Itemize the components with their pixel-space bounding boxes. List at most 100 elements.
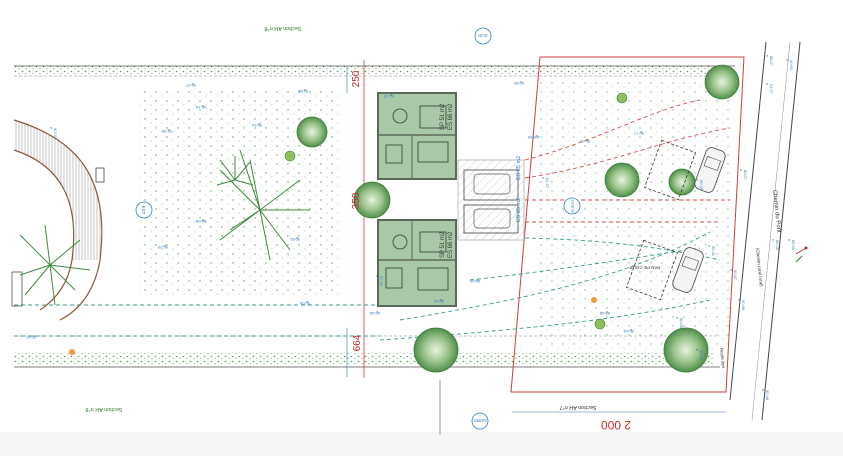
curved-path	[11, 119, 105, 321]
elevation-cross-icon: ×	[168, 127, 171, 132]
marker-icon	[795, 246, 808, 263]
elevation-cross-icon: ×	[586, 137, 589, 142]
svg-text:NORD: NORD	[473, 418, 487, 423]
elevation-cross-icon: ×	[376, 273, 379, 278]
elevation-cross-icon: ×	[202, 103, 205, 108]
compass-est-icon: EST	[135, 201, 153, 219]
elevation-cross-icon: ×	[164, 243, 167, 248]
elevation-cross-icon: ×	[738, 297, 741, 302]
elevation-cross-icon: ×	[606, 309, 609, 314]
section-bottom-right-label: Section AH n°7	[559, 404, 596, 410]
car-icon	[626, 139, 726, 301]
elevation-mark: 90.06	[299, 301, 310, 306]
tree-icons	[69, 64, 740, 373]
elevation-mark: 89.56	[791, 240, 796, 251]
house-top-sp: SP 51 m2	[440, 103, 446, 130]
chemin-du-pont-road	[729, 41, 801, 421]
compass-sud-icon: SUD	[474, 27, 492, 45]
palm-tree-icon-left	[19, 224, 91, 306]
elevation-cross-icon: ×	[440, 297, 443, 302]
elevation-mark: 89.39	[775, 240, 780, 251]
elevation-cross-icon: ×	[786, 57, 789, 62]
elevation-mark: 92.23	[383, 94, 394, 99]
elevation-cross-icon: ×	[376, 309, 379, 314]
elevation-mark: 90.67	[25, 335, 36, 340]
elevation-cross-icon: ×	[696, 177, 699, 182]
elevation-mark: 90.77	[633, 131, 644, 136]
house-bottom-sp: SP 51 m2	[440, 231, 446, 258]
elevation-mark: 90.64	[251, 123, 262, 128]
elevation-cross-icon: ×	[476, 277, 479, 282]
elevation-mark: 90.28	[699, 180, 704, 191]
elevation-cross-icon: ×	[50, 125, 53, 130]
garage-top-area: ES 25 m2	[516, 156, 522, 180]
elevation-mark: 90.38	[369, 311, 380, 316]
access-curves	[14, 99, 731, 341]
elevation-mark: 80.07	[743, 170, 748, 181]
elevation-mark: 90.60	[789, 60, 794, 71]
svg-text:SUD: SUD	[478, 33, 488, 38]
elevation-mark: 90.48	[765, 390, 770, 401]
garage-bottom-area: ES 25 m2	[516, 198, 522, 222]
top-hedge	[14, 66, 728, 76]
elevation-mark: 92.66	[297, 89, 308, 94]
compass-ouest-icon: OUEST	[563, 197, 581, 215]
chemin-label: Chemin du Pont	[771, 190, 781, 234]
elevation-cross-icon: ×	[766, 53, 769, 58]
elevation-cross-icon: ×	[520, 79, 523, 84]
elevation-cross-icon: ×	[202, 217, 205, 222]
elevation-cross-icon: ×	[640, 129, 643, 134]
elevation-mark: 90.06	[679, 318, 684, 329]
elevation-cross-icon: ×	[542, 175, 545, 180]
elevation-cross-icon: ×	[730, 267, 733, 272]
elevation-cross-icon: ×	[708, 243, 711, 248]
house-bottom-es: ES 66 m2	[448, 231, 454, 258]
elevation-cross-icon: ×	[740, 167, 743, 172]
elevation-cross-icon: ×	[192, 81, 195, 86]
elevation-mark: 90.64	[623, 329, 634, 334]
elevation-mark: 92.96	[379, 276, 384, 287]
house-top	[377, 92, 457, 180]
elevation-cross-icon: ×	[676, 315, 679, 320]
house-bottom	[377, 219, 457, 307]
elevation-mark: 90.29	[157, 245, 168, 250]
elevation-mark: 90.80	[513, 81, 524, 86]
elevation-cross-icon: ×	[788, 237, 791, 242]
vegetation-area-right	[540, 80, 730, 350]
garages	[463, 169, 519, 234]
small-plant-icon	[216, 156, 254, 186]
house-top-es: ES 66 m2	[448, 103, 454, 130]
elevation-mark: 89.63	[469, 279, 480, 284]
dim-350-label: 350	[351, 192, 362, 209]
elevation-cross-icon: ×	[630, 327, 633, 332]
pan-pe-cour-label: PAN PE COUR	[629, 265, 660, 270]
elevation-cross-icon: ×	[304, 87, 307, 92]
elevation-cross-icon: ×	[258, 121, 261, 126]
elevation-cross-icon: ×	[696, 347, 699, 352]
elevation-marks: 93.27×92.66×92.23×90.44×90.64×92.96×100.…	[25, 53, 796, 401]
elevation-mark: 90.00	[53, 128, 58, 139]
elevation-cross-icon: ×	[296, 235, 299, 240]
property-boundary	[510, 56, 745, 393]
elevation-mark: 89.58	[599, 311, 610, 316]
compass-nord-icon: NORD	[471, 412, 489, 430]
elevation-cross-icon: ×	[766, 81, 769, 86]
elevation-mark: 100.09	[527, 135, 540, 140]
elevation-mark: 91.07	[769, 84, 774, 95]
elevation-cross-icon: ×	[390, 92, 393, 97]
elevation-cross-icon: ×	[306, 299, 309, 304]
elevation-cross-icon: ×	[536, 133, 539, 138]
svg-text:OUEST: OUEST	[570, 199, 575, 213]
chemin-sub-label: (Chemin rural rural)	[755, 248, 764, 288]
elevation-mark: 88.37	[769, 56, 774, 67]
elevation-mark: 90.44	[195, 105, 206, 110]
elevation-mark: 90.07	[579, 139, 590, 144]
elevation-mark: 89.03	[433, 299, 444, 304]
road-bottom-label: Route des	[719, 348, 726, 370]
elevation-mark: 93.27	[185, 83, 196, 88]
elevation-mark: 90.48	[741, 300, 746, 311]
elevation-mark: 90.61	[289, 237, 300, 242]
elevation-cross-icon: ×	[772, 237, 775, 242]
section-bottom-left-label: Section AH n°8	[85, 406, 122, 412]
